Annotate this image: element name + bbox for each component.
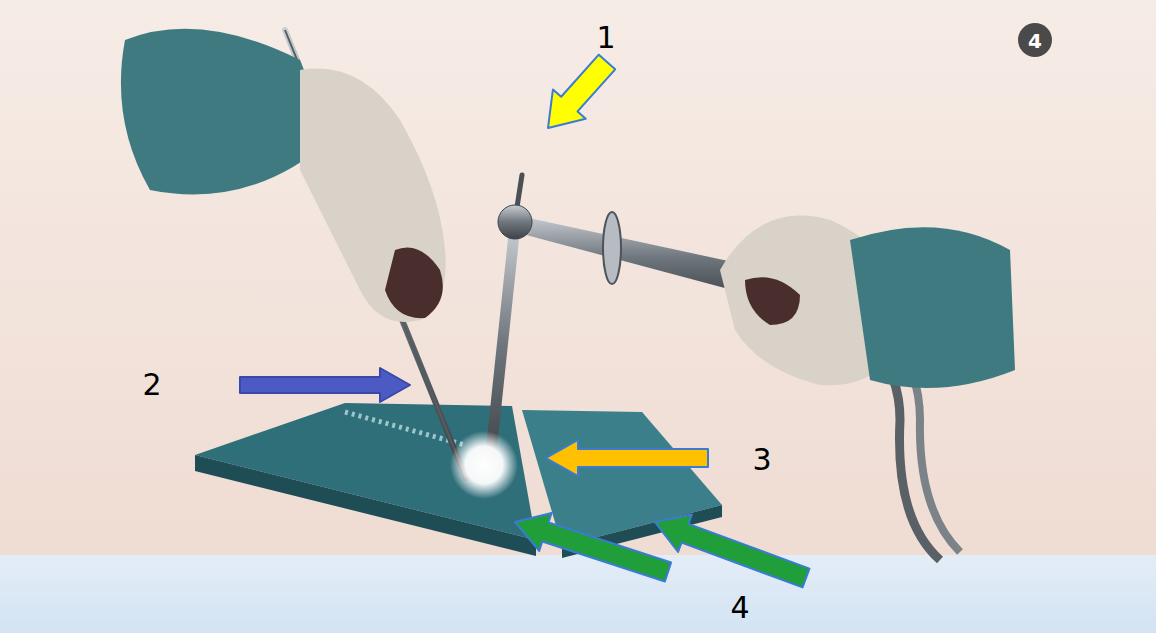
welding-flame bbox=[450, 431, 518, 499]
callout-arrow bbox=[532, 47, 624, 142]
page-number: 4 bbox=[1028, 31, 1042, 51]
steel-plates bbox=[195, 403, 722, 558]
callout-arrow bbox=[546, 440, 708, 476]
background bbox=[0, 0, 1156, 560]
callout-arrow bbox=[509, 503, 674, 591]
callout-number: 1 bbox=[596, 23, 615, 53]
callout-arrow bbox=[648, 503, 813, 596]
filler-rod-core bbox=[285, 30, 466, 478]
left-hand bbox=[121, 29, 446, 322]
callout-arrow bbox=[240, 368, 410, 402]
bottom-band bbox=[0, 555, 1156, 633]
callout-number: 3 bbox=[752, 445, 771, 475]
right-hand bbox=[720, 216, 1015, 388]
filler-rod bbox=[285, 30, 466, 478]
page-marker bbox=[1018, 23, 1052, 57]
callout-number: 4 bbox=[730, 593, 749, 623]
callout-number: 2 bbox=[142, 370, 161, 400]
